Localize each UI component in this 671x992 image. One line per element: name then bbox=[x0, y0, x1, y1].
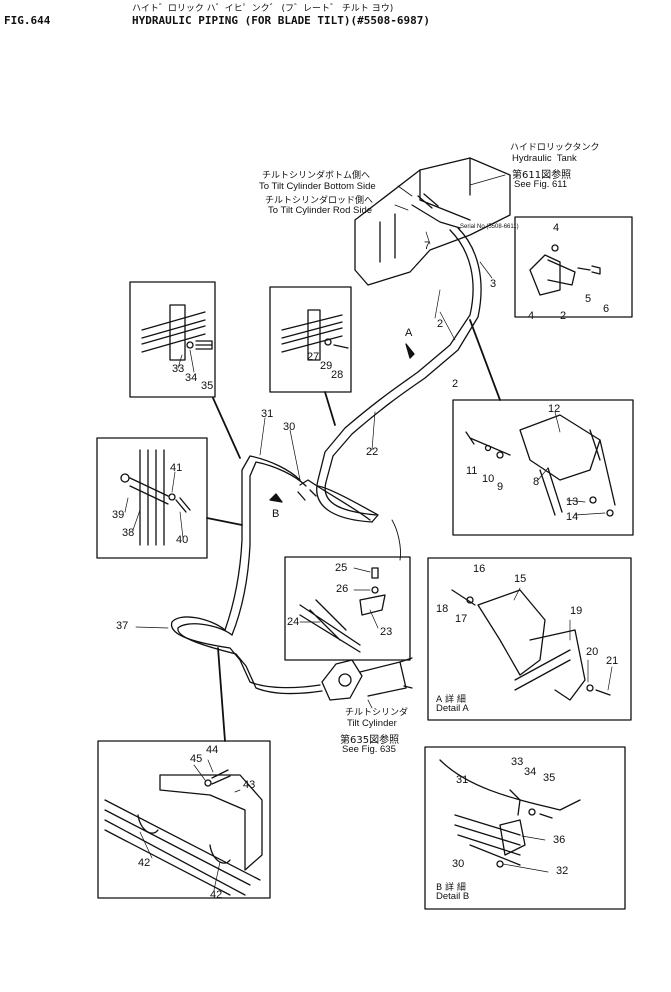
callout-number: 6 bbox=[603, 303, 610, 315]
callout-number: 45 bbox=[190, 753, 203, 765]
callout-number: 33 bbox=[172, 363, 185, 375]
view-arrow-b-label: B bbox=[272, 508, 280, 520]
tank-label: Hydraulic Tank bbox=[512, 153, 577, 164]
title-japanese: ハイト゛ロリック ハ゛イヒ゜ンク゛ (フ゛レート゛ チルト ヨウ) bbox=[132, 4, 394, 14]
callout-number: 4 bbox=[528, 310, 535, 322]
callout-number: 29 bbox=[320, 360, 333, 372]
callout-number: 37 bbox=[116, 620, 129, 632]
callout-number: 7 bbox=[424, 240, 431, 252]
detail-a-label: Detail A bbox=[436, 703, 469, 714]
detail-b-label-jp: B 詳 細 bbox=[436, 883, 466, 893]
cylinder-label: Tilt Cylinder bbox=[347, 718, 397, 729]
callout-number: 41 bbox=[170, 462, 183, 474]
detail-box-clamp-38 bbox=[96, 437, 208, 559]
callout-number: 26 bbox=[336, 583, 349, 595]
callout-number: 2 bbox=[452, 378, 459, 390]
callout-number: 28 bbox=[331, 369, 344, 381]
callout-number: 3 bbox=[490, 278, 497, 290]
detail-box-guard-43 bbox=[97, 740, 271, 899]
callout-number: 24 bbox=[287, 616, 300, 628]
detail-box-clamp-24 bbox=[284, 556, 411, 661]
callout-number: 4 bbox=[553, 222, 560, 234]
view-arrow-a-label: A bbox=[405, 327, 413, 339]
callout-number: 42 bbox=[210, 889, 223, 901]
callout-number: 30 bbox=[283, 421, 296, 433]
cylinder-ref: See Fig. 635 bbox=[342, 744, 396, 755]
callout-number: 36 bbox=[553, 834, 566, 846]
callout-number: 31 bbox=[261, 408, 274, 420]
callout-number: 39 bbox=[112, 509, 125, 521]
detail-box-clamp-33 bbox=[129, 281, 216, 398]
detail-a-label-jp: A 詳 細 bbox=[436, 695, 466, 705]
callout-number: 22 bbox=[366, 446, 379, 458]
rod-side-label-jp: チルトシリンダロッド側へ bbox=[265, 196, 374, 206]
callout-number: 32 bbox=[556, 865, 569, 877]
callout-number: 30 bbox=[452, 858, 465, 870]
detail-b-label: Detail B bbox=[436, 891, 470, 902]
callout-number: 9 bbox=[497, 481, 504, 493]
bottom-side-label-jp: チルトシリンダボトム側へ bbox=[262, 171, 371, 181]
hydraulic-tank bbox=[354, 157, 511, 286]
callout-number: 19 bbox=[570, 605, 583, 617]
callout-number: 18 bbox=[436, 603, 449, 615]
callout-number: 13 bbox=[566, 496, 579, 508]
tilt-cylinder bbox=[321, 657, 413, 709]
callout-number: 17 bbox=[455, 613, 468, 625]
detail-box-clamp-27 bbox=[269, 286, 352, 393]
hydraulic-pipes bbox=[170, 227, 482, 695]
page-title: HYDRAULIC PIPING (FOR BLADE TILT)(#5508-… bbox=[132, 14, 431, 27]
serial-note: Serial No.(5508-6611) bbox=[460, 224, 519, 230]
callout-number: 25 bbox=[335, 562, 348, 574]
cylinder-ref-jp: 第635図参照 bbox=[340, 735, 400, 746]
callout-number: 10 bbox=[482, 473, 495, 485]
callout-number: 34 bbox=[524, 766, 537, 778]
callout-number: 27 bbox=[307, 351, 320, 363]
tank-ref: See Fig. 611 bbox=[514, 179, 568, 190]
callout-number: 2 bbox=[437, 318, 444, 330]
callout-number: 8 bbox=[533, 476, 540, 488]
callout-number: 12 bbox=[548, 403, 561, 415]
callout-number: 16 bbox=[473, 563, 486, 575]
callout-number: 15 bbox=[514, 573, 527, 585]
callout-number: 38 bbox=[122, 527, 135, 539]
callout-number: 11 bbox=[466, 465, 478, 477]
callout-number: 34 bbox=[185, 372, 198, 384]
callout-number: 5 bbox=[585, 293, 592, 305]
cylinder-label-jp: チルトシリンダ bbox=[345, 708, 409, 718]
callout-number: 2 bbox=[560, 310, 567, 322]
callout-number: 23 bbox=[380, 626, 393, 638]
callout-number: 31 bbox=[456, 774, 469, 786]
callout-number: 14 bbox=[566, 511, 579, 523]
callout-number: 35 bbox=[543, 772, 556, 784]
tank-ref-jp: 第611図参照 bbox=[512, 170, 572, 181]
callout-number: 33 bbox=[511, 756, 524, 768]
tank-label-jp: ハイドロリックタンク bbox=[510, 143, 600, 153]
detail-box-detail-b bbox=[424, 746, 626, 910]
detail-box-bracket-12 bbox=[452, 399, 634, 536]
detail-box-tank-fitting bbox=[514, 216, 633, 318]
callout-number: 35 bbox=[201, 380, 214, 392]
figure-number: FIG.644 bbox=[4, 14, 51, 27]
bottom-side-label: To Tilt Cylinder Bottom Side bbox=[259, 181, 376, 192]
callout-number: 42 bbox=[138, 857, 151, 869]
callout-number: 20 bbox=[586, 646, 599, 658]
callout-number: 40 bbox=[176, 534, 189, 546]
callout-number: 21 bbox=[606, 655, 619, 667]
detail-box-detail-a bbox=[427, 557, 632, 721]
callout-number: 44 bbox=[206, 744, 219, 756]
rod-side-label: To Tilt Cylinder Rod Side bbox=[268, 205, 373, 216]
callout-number: 43 bbox=[243, 779, 256, 791]
